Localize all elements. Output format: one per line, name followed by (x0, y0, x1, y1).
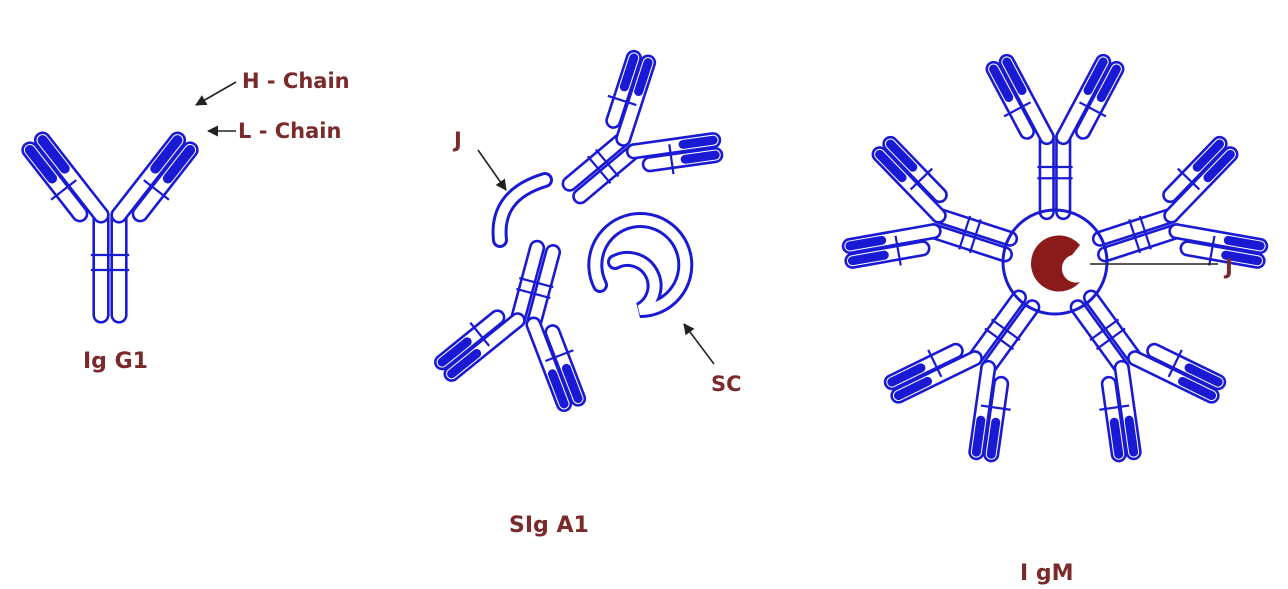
siga1-structure (442, 58, 715, 404)
h-chain-label: H - Chain (242, 69, 350, 93)
igm-structure (850, 62, 1260, 454)
sc-label: SC (711, 372, 742, 396)
antibody-monomer (30, 140, 190, 315)
antibody-monomer (1078, 298, 1218, 455)
variable-region (1228, 240, 1260, 246)
variable-region (1129, 420, 1133, 452)
igm-caption: I gM (1020, 561, 1074, 586)
variable-region (991, 422, 995, 454)
sc-arrow (684, 324, 714, 364)
antibody-monomer (892, 298, 1032, 455)
j-chain-label-siga: J (452, 128, 462, 152)
variable-region (685, 155, 715, 159)
igg1-caption: Ig G1 (83, 349, 148, 374)
siga1-caption: SIg A1 (509, 513, 589, 538)
variable-region (683, 140, 713, 144)
l-chain-label: L - Chain (238, 119, 341, 143)
antibody-monomer (994, 62, 1117, 212)
h-chain-arrow (196, 82, 236, 105)
antibody-monomer (850, 144, 1010, 265)
j-chain-label-igm: J (1223, 255, 1233, 279)
j-chain-arrow-siga (478, 150, 506, 190)
variable-region (1114, 422, 1118, 454)
variable-region (852, 255, 884, 261)
j-chain-igm (1031, 236, 1080, 292)
antibody-monomer (570, 58, 716, 196)
antibody-monomer (1100, 144, 1260, 265)
variable-region (850, 240, 882, 246)
igg1-structure (30, 140, 190, 315)
antibody-monomer (442, 248, 578, 404)
variable-region (976, 420, 980, 452)
